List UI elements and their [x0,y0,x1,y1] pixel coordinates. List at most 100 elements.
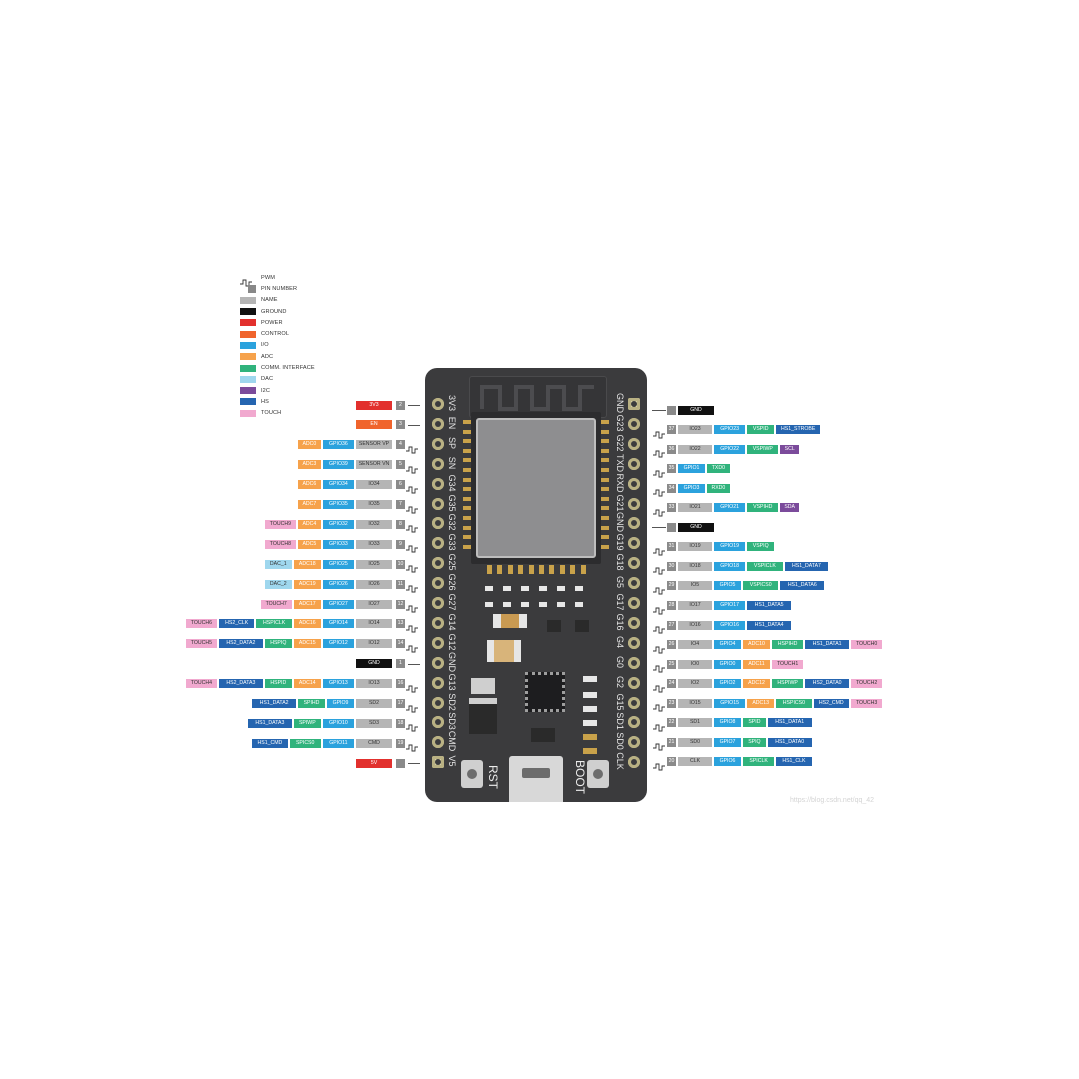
pin-tag-touch: TOUCH2 [851,679,883,689]
header-hole [628,656,640,669]
module-pad [601,544,609,549]
pin-tag-hs: HS2_CLK [219,619,255,629]
pin-tag-hs: HS1_DATA3 [248,718,292,728]
legend-swatch [240,341,256,349]
pin-tag-io: GPIO26 [322,579,354,589]
pin-number: 19 [396,738,405,748]
module-pad [528,565,534,574]
pin-tag-io: GPIO15 [714,698,746,708]
pin-number [667,405,676,415]
pin-tag-name: SENSOR VP [356,440,392,450]
rst-button[interactable] [461,760,483,788]
pin-number: 36 [667,444,676,454]
pin-tag-comm: HSPIQ [264,639,292,649]
pin-leader-line [408,663,420,665]
pin-tag-touch: TOUCH9 [264,519,296,529]
pwm-icon [406,520,418,533]
pin-tag-hs: HS1_DATA0 [767,737,812,747]
pin-tag-io: GPIO5 [714,581,741,591]
legend-item: GROUND [240,306,315,317]
module-pad [601,496,609,501]
header-hole [432,736,444,749]
legend-item: POWER [240,317,315,328]
legend-item: I/O [240,340,315,351]
pin-tag-io: GPIO39 [322,460,354,470]
pin-tag-adc: ADC12 [743,679,770,689]
legend-swatch [240,387,256,395]
module-pad [601,477,609,482]
pin-number: 31 [667,542,676,552]
pin-tag-comm: SPID [743,718,766,728]
pin-number: 8 [396,519,405,529]
header-hole [628,577,640,590]
module-pad [601,439,609,444]
module-pad [539,565,544,574]
pin-tag-io: GPIO6 [714,757,741,767]
legend-item: NAME [240,295,315,306]
pin-number: 18 [396,718,405,728]
pin-tag-name: IO17 [678,601,712,610]
legend-swatch [240,308,256,316]
leds-icon [583,676,597,754]
pin-number: 11 [396,579,405,589]
pin-number: 20 [667,757,676,767]
module-pad [601,487,609,492]
legend-label: PIN NUMBER [261,285,298,292]
header-hole [628,756,640,769]
legend-label: TOUCH [261,410,282,417]
header-hole [628,457,640,470]
capacitor-small [493,614,527,628]
module-pad [463,525,471,530]
boot-button[interactable] [587,760,609,788]
pin-tag-comm: TXD0 [707,464,730,474]
module-pad [463,448,471,453]
pin-tag-name: IO22 [678,444,712,454]
pin-tag-touch: TOUCH5 [185,639,217,649]
pin-tag-touch: TOUCH0 [851,640,883,650]
pwm-icon [406,600,418,613]
module-pad [601,506,609,511]
pin-number: 25 [667,659,676,669]
pin-tag-adc: ADC11 [743,659,770,669]
pin-tag-ground: GND [356,659,392,669]
pin-tag-name: IO15 [678,698,712,708]
pin-tag-name: CMD [356,738,392,748]
ldo-regulator [469,698,497,734]
pin-tag-hs: HS2_CMD [813,698,849,708]
module-pad [463,535,471,540]
pin-tag-name: CLK [678,757,712,767]
pin-tag-name: SD0 [678,737,712,747]
pin-number: 21 [667,737,676,747]
module-pad [580,565,586,574]
legend-label: CONTROL [261,331,290,338]
module-pad [463,516,471,520]
capacitor-large [487,640,521,662]
pin-tag-name: IO21 [678,503,712,513]
pin-number: 27 [667,620,676,630]
pin-tag-adc: ADC6 [298,480,321,490]
pin-tag-adc: ADC3 [298,460,321,470]
pin-number: 28 [667,601,676,610]
header-hole [432,557,444,570]
pin-number: 5 [396,460,405,470]
micro-usb-port[interactable] [509,756,563,802]
header-hole [628,636,640,649]
header-hole [628,696,640,709]
pin-number: 4 [396,440,405,450]
pin-tag-name: IO2 [678,679,712,689]
pin-tag-comm: HSPIWP [772,679,804,689]
legend-item: I2C [240,385,315,396]
header-hole [432,437,444,450]
pin-tag-comm: HSPICS0 [776,698,812,708]
header-hole [432,417,444,430]
pin-number: 2 [396,400,405,410]
module-pad [559,565,565,574]
pin-tag-io: GPIO22 [714,444,746,454]
pin-tag-io: GPIO9 [327,699,354,708]
pin-tag-dac: DAC_1 [264,559,292,569]
pin-tag-power: 3V3 [356,400,392,410]
pin-tag-touch: TOUCH6 [185,619,217,629]
pwm-icon [406,680,418,693]
pin-number: 29 [667,581,676,591]
